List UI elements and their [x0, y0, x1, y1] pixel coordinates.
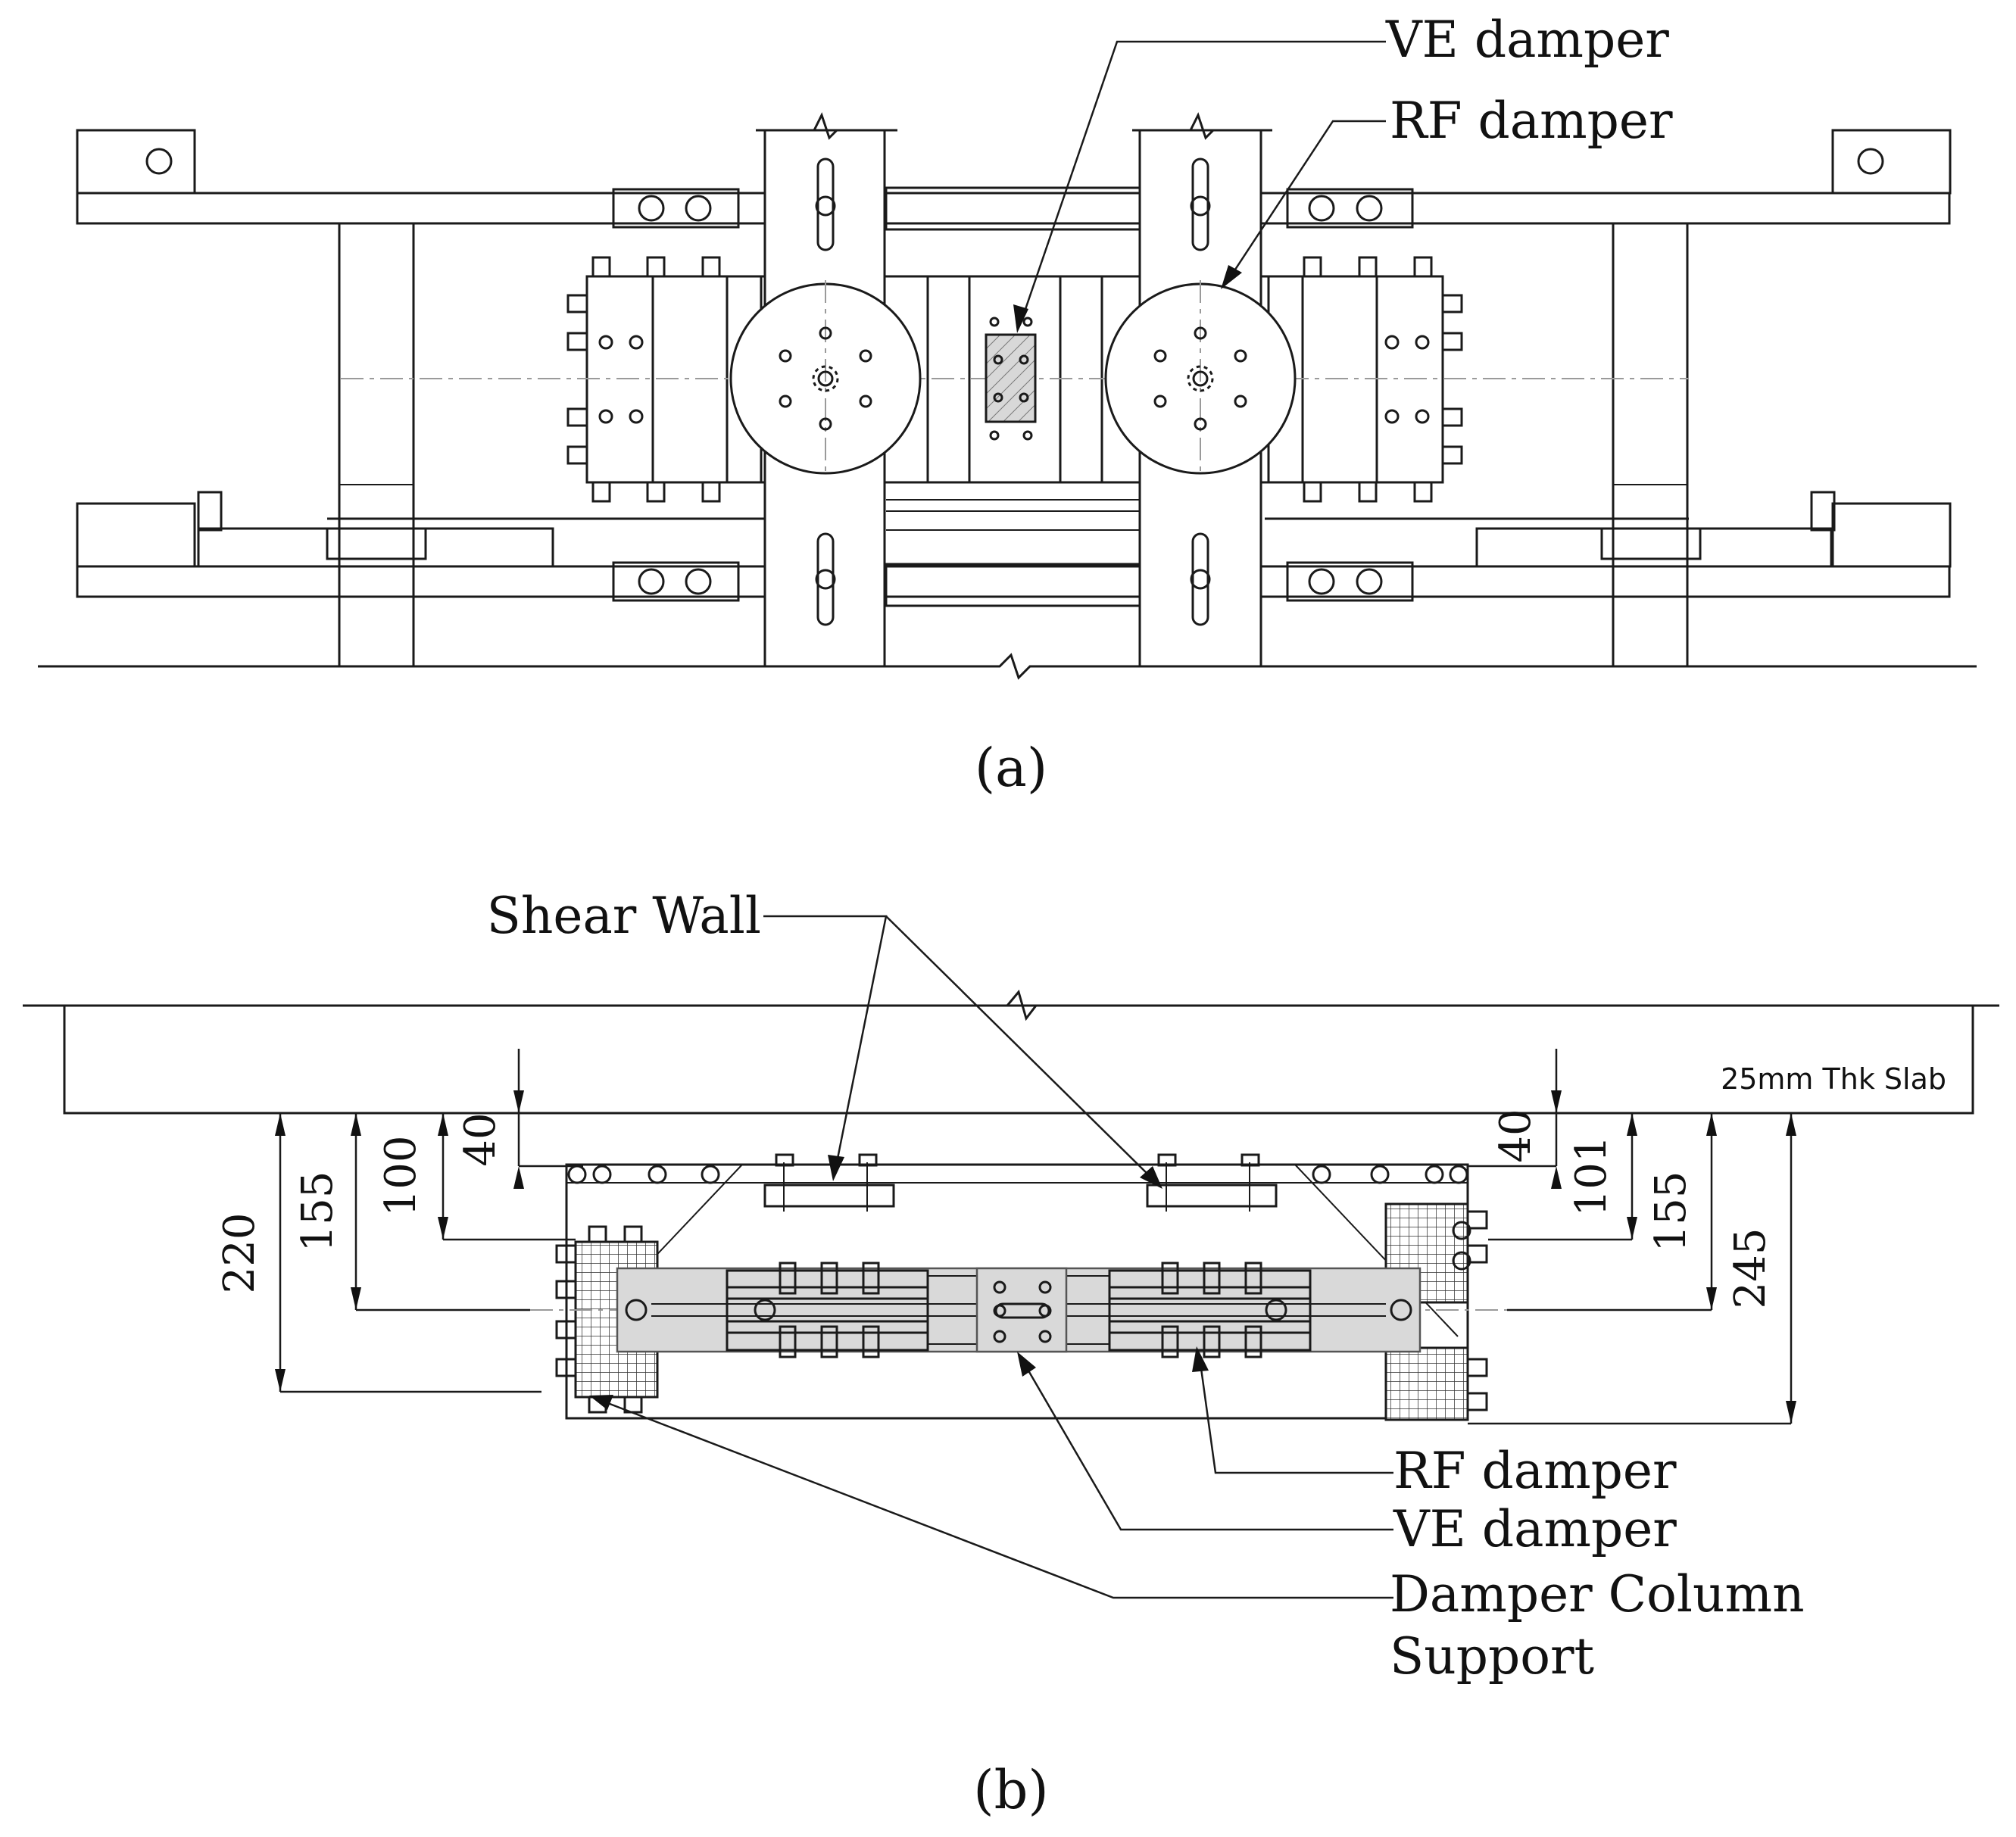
rf-damper-bolts	[625, 1262, 1412, 1358]
ve-damper-pad	[985, 317, 1037, 441]
dim-left-220: 220	[215, 1213, 264, 1294]
shear-wall-bracket-left	[763, 1153, 895, 1212]
panel-label-a: (a)	[975, 737, 1047, 799]
dim-right-155: 155	[1646, 1171, 1696, 1252]
label-damper-column: Damper Column	[1390, 1565, 1805, 1623]
dimensions-right: 40 101 155 245	[1424, 1049, 1818, 1425]
dim-left-100: 100	[376, 1136, 426, 1217]
damper-column-support-right	[1384, 1202, 1488, 1421]
top-beam	[76, 192, 1951, 225]
label-rf-damper-a: RF damper	[1390, 92, 1673, 150]
right-post	[1612, 222, 1689, 668]
label-ve-damper-a: VE damper	[1385, 11, 1669, 69]
shear-wall-bracket-right	[1146, 1153, 1278, 1212]
dim-left-40: 40	[456, 1112, 505, 1166]
figure-b-plan: 25mm Thk Slab	[23, 887, 1999, 1821]
bottom-beam	[76, 565, 1951, 598]
dim-right-101: 101	[1567, 1136, 1616, 1217]
dim-left-155: 155	[293, 1171, 342, 1252]
slab-label: 25mm Thk Slab	[1721, 1062, 1946, 1096]
body-bolts	[566, 256, 1463, 503]
left-post	[338, 222, 415, 668]
top-left-end-block	[76, 129, 196, 195]
ve-damper-block	[975, 1267, 1068, 1353]
dimensions-left: 40 100 155 220	[182, 1049, 606, 1393]
label-rf-damper-b: RF damper	[1393, 1442, 1677, 1500]
beam-bolt-blocks	[612, 188, 1414, 602]
panel-label-b: (b)	[973, 1759, 1048, 1821]
label-support: Support	[1390, 1627, 1594, 1686]
label-shear-wall: Shear Wall	[487, 887, 761, 945]
label-ve-damper-b: VE damper	[1393, 1500, 1677, 1558]
top-right-end-block	[1831, 129, 1952, 195]
figure-a-elevation: VE damper RF damper (a)	[38, 11, 1977, 799]
right-rf-disc	[1104, 280, 1297, 477]
left-rf-disc	[729, 280, 922, 477]
dim-right-40: 40	[1491, 1109, 1540, 1162]
slab	[63, 1004, 1974, 1115]
frame-top-bolts	[567, 1165, 1468, 1184]
dim-right-245: 245	[1726, 1228, 1775, 1309]
